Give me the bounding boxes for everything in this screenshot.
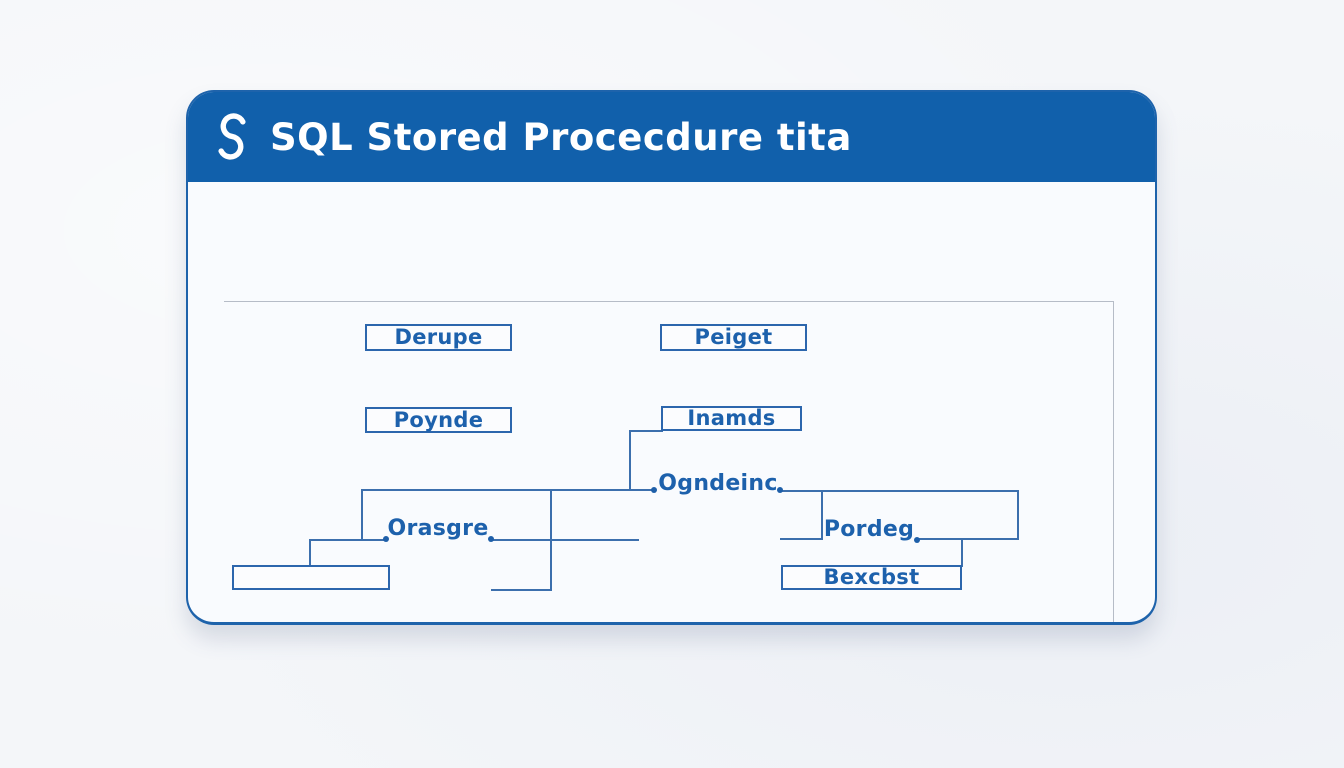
- node-ogndeinc: Ogndeinc: [658, 471, 778, 496]
- node-empty-box: [232, 565, 390, 590]
- arrow-dot: [914, 537, 920, 543]
- connector-line: [309, 539, 388, 541]
- node-bexcbst: Bexcbst: [781, 565, 962, 590]
- node-derupe: Derupe: [365, 324, 512, 351]
- arrow-dot: [777, 487, 783, 493]
- connector-line: [821, 490, 823, 540]
- card-header: SQL Stored Procecdure tita: [188, 92, 1155, 182]
- arrow-dot: [383, 536, 389, 542]
- connector-line: [361, 489, 363, 541]
- connector-line: [919, 538, 1019, 540]
- node-peiget: Peiget: [660, 324, 807, 351]
- card-title: SQL Stored Procecdure tita: [270, 115, 852, 159]
- connector-line: [780, 538, 823, 540]
- node-inamds-label: Inamds: [687, 406, 776, 430]
- node-bexcbst-label: Bexcbst: [823, 565, 920, 589]
- connector-line: [961, 538, 963, 567]
- connector-line: [780, 490, 1019, 492]
- connector-line: [361, 489, 654, 491]
- node-peiget-label: Peiget: [694, 325, 773, 349]
- connector-line: [491, 589, 552, 591]
- s-logo-icon: [218, 113, 246, 160]
- sql-procedure-card: SQL Stored Procecdure tita: [186, 90, 1157, 625]
- connector-line: [629, 430, 631, 491]
- node-poynde-label: Poynde: [393, 407, 484, 432]
- diagram-area: Derupe Peiget Poynde Inamds Bexcbst Ognd…: [188, 182, 1155, 622]
- connector-line: [1017, 490, 1019, 540]
- arrow-dot: [488, 536, 494, 542]
- node-poynde: Poynde: [365, 407, 512, 433]
- node-inamds: Inamds: [661, 406, 802, 431]
- node-derupe-label: Derupe: [394, 325, 483, 349]
- node-orasgre: Orasgre: [387, 516, 489, 541]
- connector-line: [550, 489, 552, 591]
- connector-line: [309, 539, 311, 567]
- arrow-dot: [651, 487, 657, 493]
- connector-line: [629, 430, 663, 432]
- node-pordeg: Pordeg: [823, 517, 915, 542]
- connector-line: [491, 539, 639, 541]
- diagram-frame-border: [224, 301, 1114, 622]
